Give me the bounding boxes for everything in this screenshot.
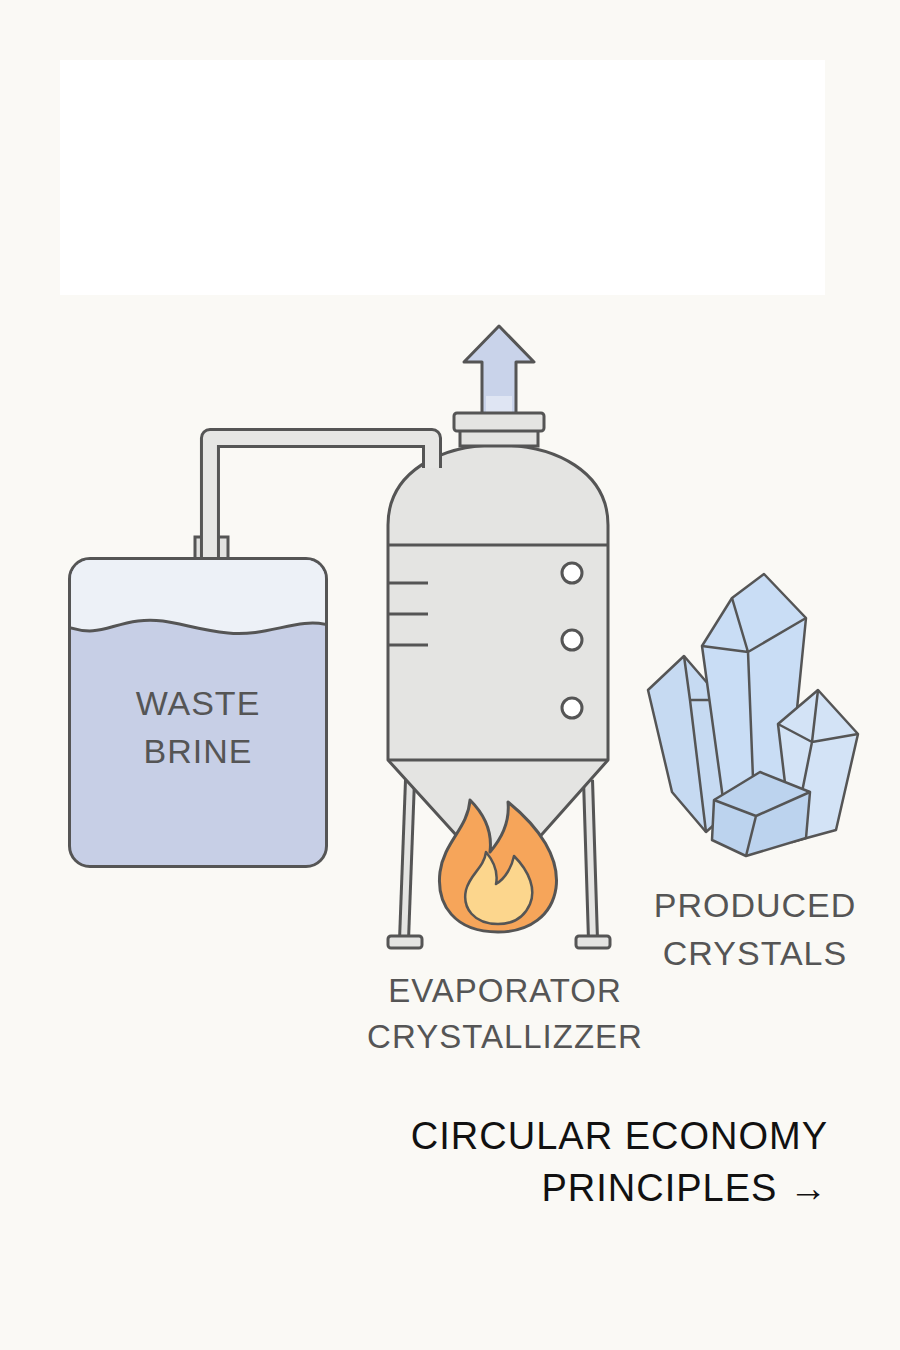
brine-headspace <box>68 557 328 634</box>
level-mark <box>388 613 428 616</box>
leg-outline <box>588 780 593 940</box>
pipe-connector <box>210 438 432 557</box>
pipe <box>210 438 432 557</box>
port <box>562 630 582 650</box>
evaporator-vessel: EVAPORATOR CRYSTALLIZZER <box>387 440 610 870</box>
port <box>562 698 582 718</box>
leg-outline <box>404 780 410 940</box>
crystal-group: PRODUCED CRYSTALS <box>642 570 864 860</box>
foot <box>388 936 422 948</box>
vessel-seam <box>388 759 608 762</box>
crystal-cluster <box>648 574 858 856</box>
flame <box>439 800 556 932</box>
node-caption: PRODUCED CRYSTALS <box>635 882 875 977</box>
brine-tank: WASTE BRINE <box>68 557 328 868</box>
crystal-facet <box>714 792 810 856</box>
blank-panel <box>60 60 825 295</box>
leg <box>588 780 593 940</box>
port <box>562 563 582 583</box>
node-label: WASTE BRINE <box>98 680 298 775</box>
brine-surface <box>68 620 328 633</box>
vessel-seam <box>388 544 608 547</box>
vessel-body <box>388 445 608 868</box>
level-mark <box>388 644 428 647</box>
foot <box>576 936 610 948</box>
flame-core <box>465 852 532 924</box>
pipe-outline <box>210 438 432 557</box>
level-mark <box>388 582 428 585</box>
vessel-rim <box>454 413 544 431</box>
node-caption: EVAPORATOR CRYSTALLIZZER <box>340 968 670 1060</box>
crystal <box>712 772 810 856</box>
footer-link: CIRCULAR ECONOMY PRINCIPLES → <box>348 1110 828 1214</box>
leg <box>404 780 410 940</box>
